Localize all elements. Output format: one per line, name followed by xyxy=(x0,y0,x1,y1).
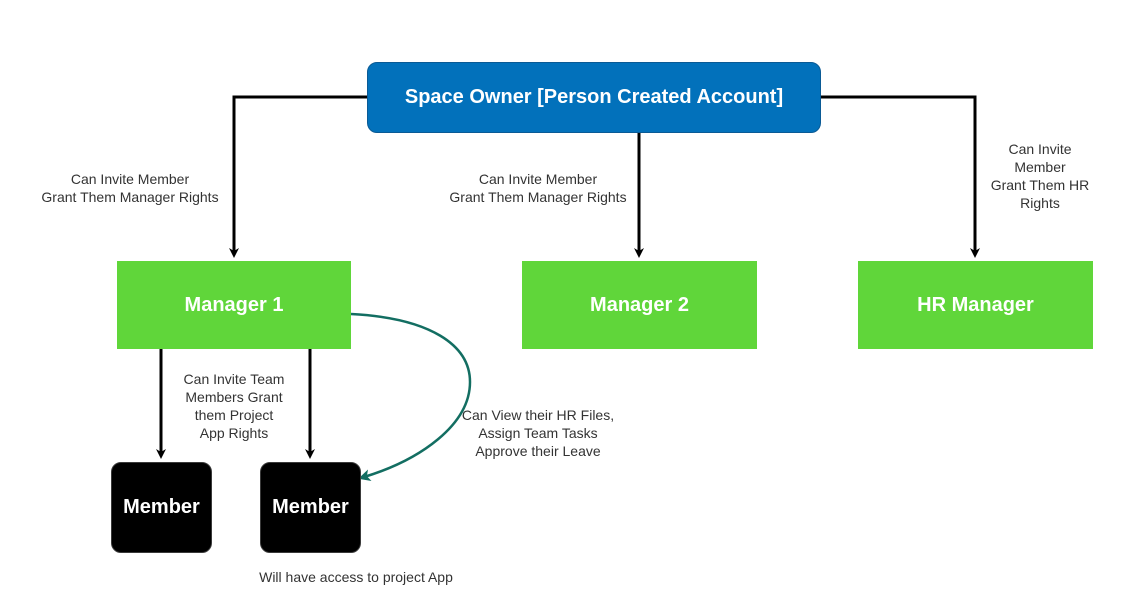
edge-manager1-curved-to-member2 xyxy=(350,312,472,481)
node-hr-manager: HR Manager xyxy=(858,261,1093,349)
node-member-2-label: Member xyxy=(272,496,349,518)
edge-owner-to-manager1 xyxy=(229,95,367,258)
node-member-2: Member xyxy=(260,462,361,553)
node-space-owner: Space Owner [Person Created Account] xyxy=(367,62,821,133)
node-member-1-label: Member xyxy=(123,496,200,518)
edge-label-owner-to-hr: Can Invite Member Grant Them HR Rights xyxy=(990,141,1090,211)
edge-label-manager1-view: Can View their HR Files, Assign Team Tas… xyxy=(461,407,615,459)
edge-label-owner-to-manager1: Can Invite Member Grant Them Manager Rig… xyxy=(41,171,219,205)
edge-label-owner-to-manager2: Can Invite Member Grant Them Manager Rig… xyxy=(449,171,627,205)
node-member-1: Member xyxy=(111,462,212,553)
node-manager-2-label: Manager 2 xyxy=(590,293,689,316)
node-space-owner-label: Space Owner [Person Created Account] xyxy=(404,86,784,108)
node-manager-1: Manager 1 xyxy=(117,261,351,349)
edge-label-manager1-to-members: Can Invite Team Members Grant them Proje… xyxy=(183,371,285,441)
node-manager-1-label: Manager 1 xyxy=(184,293,284,316)
edge-owner-to-hr xyxy=(821,95,980,258)
node-hr-manager-label: HR Manager xyxy=(917,293,1034,316)
member-access-note: Will have access to project App xyxy=(259,569,453,585)
node-manager-2: Manager 2 xyxy=(522,261,757,349)
